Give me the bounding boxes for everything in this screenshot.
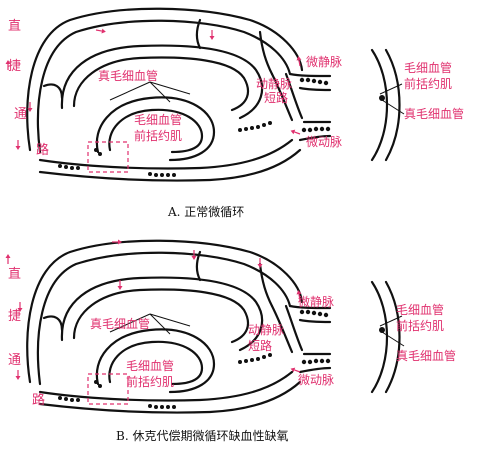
label-arteriole-a: 微动脉 xyxy=(306,134,342,149)
label-venule-b: 微静脉 xyxy=(298,294,334,309)
label-sphincter-a: 前括约肌 xyxy=(134,128,182,143)
label-av-shunt-b-1: 动静脉 xyxy=(248,322,284,337)
label-av-shunt-a-1: 动静脉 xyxy=(256,76,292,91)
side-label-b-2: 捷 xyxy=(8,309,21,324)
label-av-shunt-a-2: 短路 xyxy=(264,90,288,105)
inset-sphincter-a: 前括约肌 xyxy=(404,76,452,91)
panel-b: 直 捷 通 路 真毛细血管 毛细血管 前括约肌 动静脉 短路 微静脉 微动脉 毛… xyxy=(4,238,456,443)
label-true-capillary-a: 真毛细血管 xyxy=(98,68,158,83)
inset-capillary-b: 毛细血管 xyxy=(396,302,444,317)
label-sphincter-b: 前括约肌 xyxy=(126,374,174,389)
panel-a: 直 捷 通 路 真毛细血管 毛细血管 前括约肌 动静脉 短路 微静脉 微动脉 毛… xyxy=(4,7,464,219)
inset-true-capillary-a: 真毛细血管 xyxy=(404,106,464,121)
side-label-a-1: 直 xyxy=(8,19,21,34)
caption-b: B. 休克代偿期微循环缺血性缺氧 xyxy=(116,428,288,443)
inset-sphincter-b: 前括约肌 xyxy=(396,318,444,333)
caption-a: A. 正常微循环 xyxy=(167,205,244,219)
side-label-b-4: 路 xyxy=(32,392,45,408)
label-capillary-b: 毛细血管 xyxy=(126,358,174,373)
side-label-b-3: 通 xyxy=(8,353,21,368)
inset-true-capillary-b: 真毛细血管 xyxy=(396,348,456,363)
side-label-a-2: 捷 xyxy=(8,59,21,74)
side-label-b-1: 直 xyxy=(8,267,21,282)
side-label-a-3: 通 xyxy=(14,107,27,122)
side-label-a-4: 路 xyxy=(36,142,49,158)
label-arteriole-b: 微动脉 xyxy=(298,372,334,387)
label-av-shunt-b-2: 短路 xyxy=(248,338,272,353)
label-true-capillary-b: 真毛细血管 xyxy=(90,316,150,331)
inset-capillary-a: 毛细血管 xyxy=(404,60,452,75)
label-capillary-a: 毛细血管 xyxy=(134,112,182,127)
label-venule-a: 微静脉 xyxy=(306,54,342,69)
